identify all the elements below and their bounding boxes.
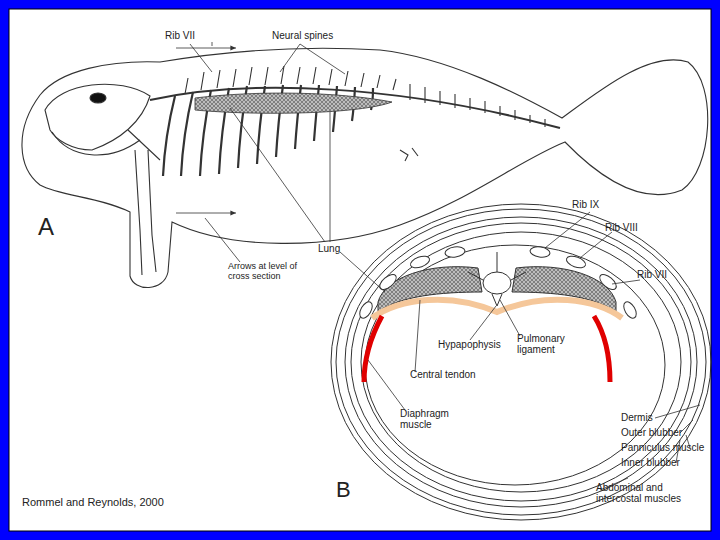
leader-line <box>470 306 496 340</box>
rib <box>444 246 465 259</box>
tail-vertebrae <box>410 84 545 127</box>
note-label: Arrows at level of cross section <box>228 262 318 282</box>
diaphragm-muscle-left <box>364 316 382 382</box>
leader-line <box>612 280 640 284</box>
part-label: Neural spines <box>272 30 333 41</box>
part-label: Pulmonary ligament <box>517 333 579 355</box>
rib <box>597 272 619 293</box>
layer-label: Dermis <box>621 412 653 423</box>
rib <box>621 300 639 321</box>
cross-section <box>331 204 711 520</box>
rib <box>565 254 587 270</box>
body-cavity <box>365 245 665 485</box>
lung <box>195 93 392 113</box>
part-label: Diaphragm muscle <box>400 408 462 430</box>
leader-line <box>655 405 700 418</box>
panniculus-ring <box>345 217 697 507</box>
muscle-ring <box>361 232 681 492</box>
layer-label: Panniculus muscle <box>621 442 704 453</box>
jaw <box>52 132 140 155</box>
panel-letter: A <box>38 214 54 240</box>
leader-line <box>415 300 420 372</box>
leader-line <box>500 300 520 336</box>
part-label: Rib VII <box>637 269 667 280</box>
part-label: Rib VIII <box>605 222 638 233</box>
part-label: Central tendon <box>410 369 476 380</box>
dermis-ring <box>331 204 711 520</box>
leader-lines-a <box>176 42 345 262</box>
leader-line <box>340 252 385 292</box>
panel-letter: B <box>336 478 351 502</box>
layer-label: Inner blubber <box>621 457 680 468</box>
leader-line <box>280 44 345 74</box>
flipper-bones <box>128 130 160 275</box>
neural-spines <box>185 66 396 94</box>
central-tendon <box>372 300 622 318</box>
leader-line <box>230 108 330 242</box>
layer-label: Abdominal and intercostal muscles <box>596 482 708 504</box>
citation-caption: Rommel and Reynolds, 2000 <box>22 496 164 508</box>
outer-blubber-ring <box>336 209 706 515</box>
white-panel <box>9 9 711 531</box>
rib <box>377 272 399 293</box>
rib <box>409 254 431 270</box>
inner-blubber-ring <box>351 223 691 501</box>
part-label: Rib VII <box>165 30 195 41</box>
leader-line <box>190 44 212 72</box>
rib <box>529 246 550 259</box>
part-label: Rib IX <box>572 199 599 210</box>
leader-line <box>368 360 405 410</box>
part-label: Lung <box>318 243 340 254</box>
leader-line <box>580 232 612 258</box>
skull <box>45 84 150 150</box>
pelvic-vestige <box>400 148 418 161</box>
leader-line <box>545 212 590 248</box>
leader-line <box>205 218 240 262</box>
vertebra-processes <box>468 252 526 306</box>
section-arrow-bottom <box>176 213 236 214</box>
part-label: Hypapophysis <box>438 339 501 350</box>
diaphragm-muscle-right <box>594 316 610 382</box>
layer-label: Outer blubber <box>621 427 682 438</box>
eye-orbit <box>90 93 106 103</box>
vertebra <box>483 272 511 294</box>
section-arrow-top <box>176 42 236 48</box>
